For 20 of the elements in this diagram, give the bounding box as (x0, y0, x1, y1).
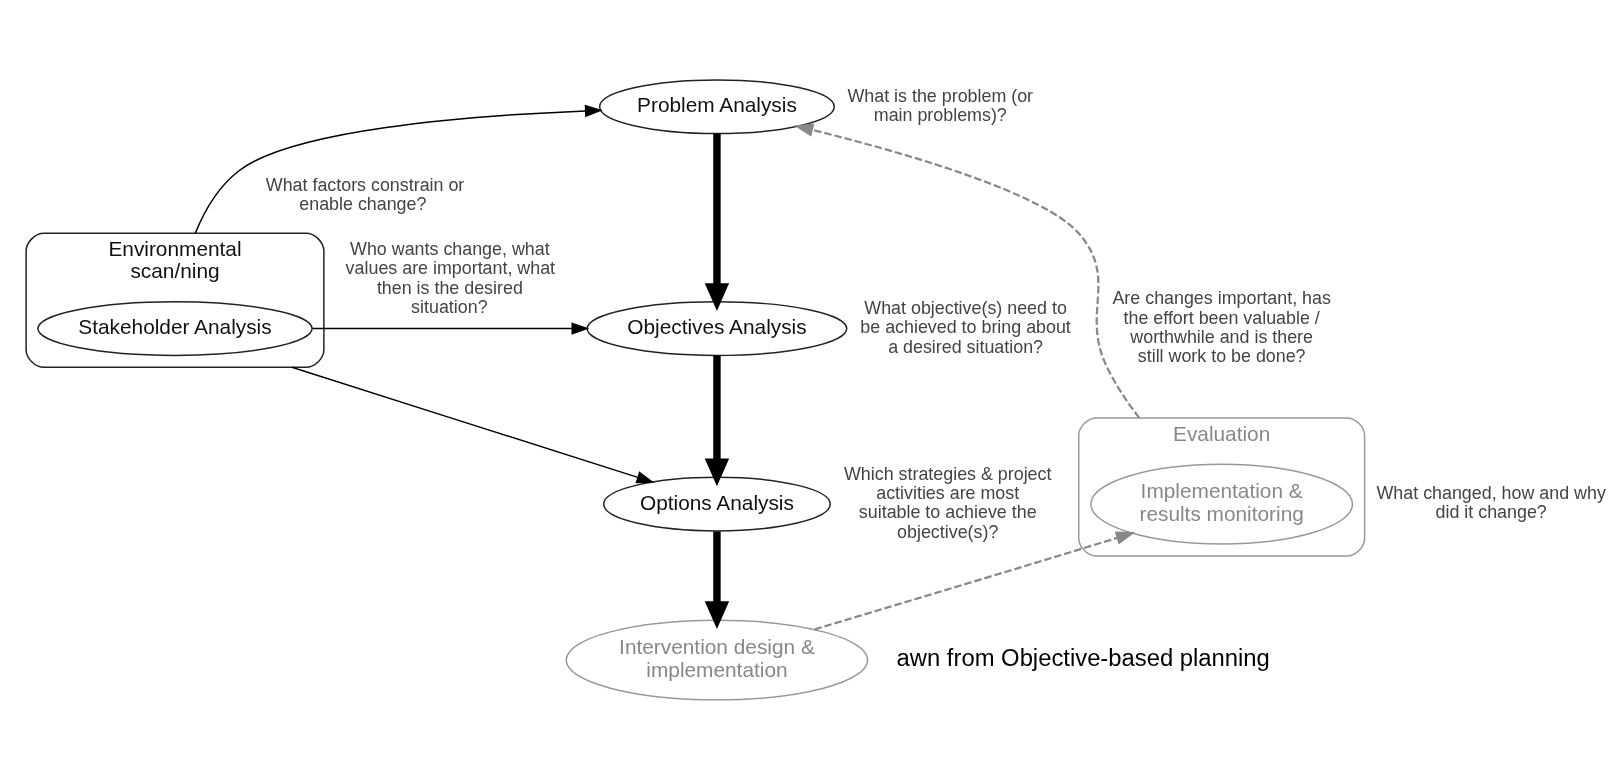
node-ellipse: Objectives Analysis (586, 300, 848, 356)
edge-label: What factors constrain or enable change? (265, 174, 465, 214)
node-label: What changed, how and why did it change? (1376, 482, 1606, 522)
arrow (704, 355, 730, 486)
node-label: What objective(s) need to be achieved to bring about a desired situation? (860, 297, 1071, 357)
node-ellipse: Problem Analysis (598, 78, 835, 134)
node-ellipse: Intervention design & implementation (565, 619, 869, 701)
arrow (194, 104, 603, 234)
arrow (291, 366, 655, 483)
node-label: Are changes important, has the effort been valuable / worthwhile and is there still work to be done? (1112, 287, 1331, 366)
label: awn from Objective-based planning (896, 643, 1270, 671)
node-label: What is the problem (or main problems)? (847, 85, 1034, 125)
node-ellipse: Stakeholder Analysis (37, 300, 313, 356)
arrow (794, 122, 1141, 419)
node-label: Which strategies & project activities are most suitable to achieve the objective(s)? (843, 463, 1052, 542)
arrow (704, 133, 730, 311)
edge-label: Who wants change, what values are important, what then is the desired situation? (345, 238, 556, 317)
arrow (814, 531, 1136, 630)
node-ellipse: Options Analysis (602, 476, 831, 532)
arrow (311, 321, 590, 335)
